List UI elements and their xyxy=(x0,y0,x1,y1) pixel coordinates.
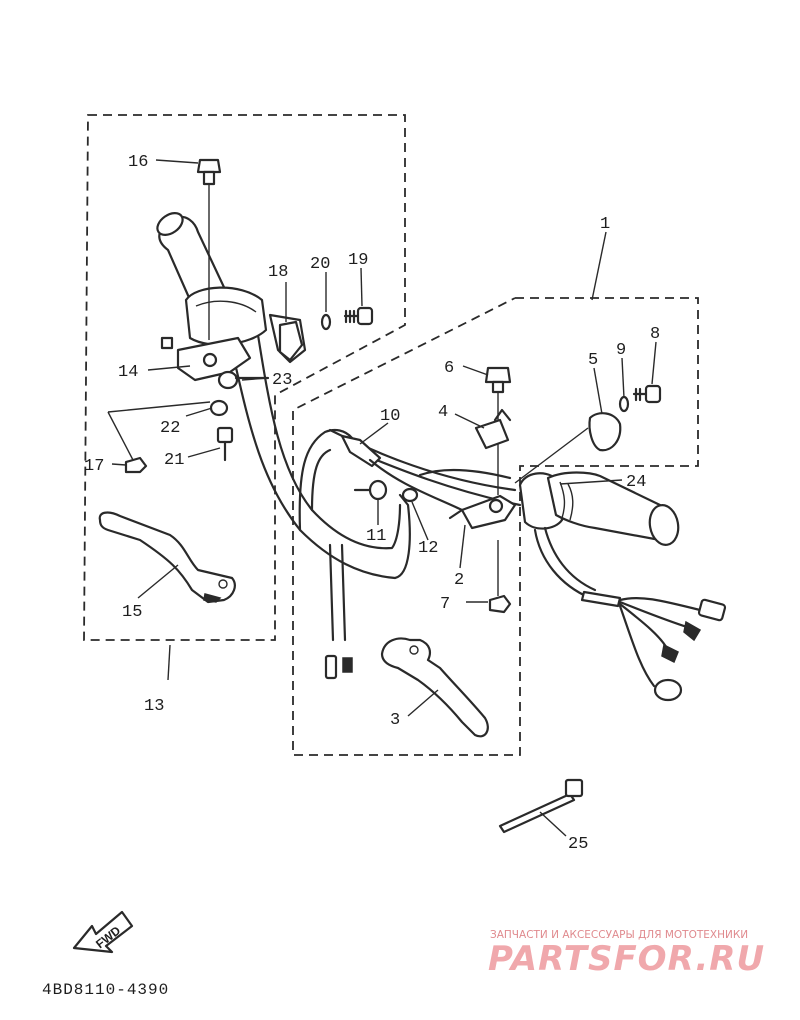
throttle-housing-24 xyxy=(518,471,680,546)
cable-10 xyxy=(324,434,464,680)
clamp-5 xyxy=(588,412,622,452)
part-label-5: 5 xyxy=(588,351,598,370)
washer-20 xyxy=(320,313,332,331)
washer-9 xyxy=(618,395,630,413)
clamp-18 xyxy=(278,320,304,362)
part-label-7: 7 xyxy=(440,595,450,614)
part-label-13: 13 xyxy=(144,697,164,716)
part-label-9: 9 xyxy=(616,341,626,360)
cable-tie-25 xyxy=(498,778,584,834)
part-label-20: 20 xyxy=(310,255,330,274)
bolt-11 xyxy=(353,479,388,501)
part-label-3: 3 xyxy=(390,711,400,730)
screw-8 xyxy=(632,384,662,404)
part-label-6: 6 xyxy=(444,359,454,378)
switch-wiring xyxy=(533,526,727,702)
part-label-19: 19 xyxy=(348,251,368,270)
nut-22 xyxy=(209,399,229,417)
nut-7 xyxy=(488,540,512,614)
part-label-16: 16 xyxy=(128,153,148,172)
fwd-arrow-icon: FWD xyxy=(72,910,134,954)
group-box-13 xyxy=(83,114,406,641)
holder-2 xyxy=(448,494,517,530)
part-label-18: 18 xyxy=(268,263,288,282)
part-label-8: 8 xyxy=(650,325,660,344)
part-label-17: 17 xyxy=(84,457,104,476)
part-label-1: 1 xyxy=(600,215,610,234)
bolt-19 xyxy=(343,306,374,326)
part-label-25: 25 xyxy=(568,835,588,854)
leader-lines xyxy=(107,159,657,837)
part-label-4: 4 xyxy=(438,403,448,422)
left-lever-15 xyxy=(98,511,236,604)
watermark-logo: PARTSFOR.RU xyxy=(488,939,765,979)
figure-code: 4BD8110-4390 xyxy=(42,981,169,999)
part-labels: 1 2 3 4 5 6 7 8 9 10 11 12 13 14 15 16 1… xyxy=(84,153,660,854)
switch-4 xyxy=(474,408,512,450)
nut-17 xyxy=(124,456,148,474)
part-label-14: 14 xyxy=(118,363,138,382)
left-grip xyxy=(156,211,268,346)
bolt-14-marker xyxy=(160,336,174,350)
part-label-12: 12 xyxy=(418,539,438,558)
part-label-15: 15 xyxy=(122,603,142,622)
watermark-tagline: ЗАПЧАСТИ И АКСЕССУАРЫ ДЛЯ МОТОТЕХНИКИ xyxy=(490,929,748,941)
watermark: ЗАПЧАСТИ И АКСЕССУАРЫ ДЛЯ МОТОТЕХНИКИ PA… xyxy=(488,929,765,979)
washer-12 xyxy=(401,487,419,503)
part-label-21: 21 xyxy=(164,451,184,470)
part-label-2: 2 xyxy=(454,571,464,590)
part-label-24: 24 xyxy=(626,473,646,492)
right-lever-3 xyxy=(380,637,489,738)
bolt-21 xyxy=(216,426,234,462)
bolt-16 xyxy=(196,158,222,340)
group-box-1 xyxy=(292,297,699,756)
part-label-11: 11 xyxy=(366,527,386,546)
part-label-22: 22 xyxy=(160,419,180,438)
part-label-23: 23 xyxy=(272,371,292,390)
part-label-10: 10 xyxy=(380,407,400,426)
bolt-6 xyxy=(484,366,512,495)
